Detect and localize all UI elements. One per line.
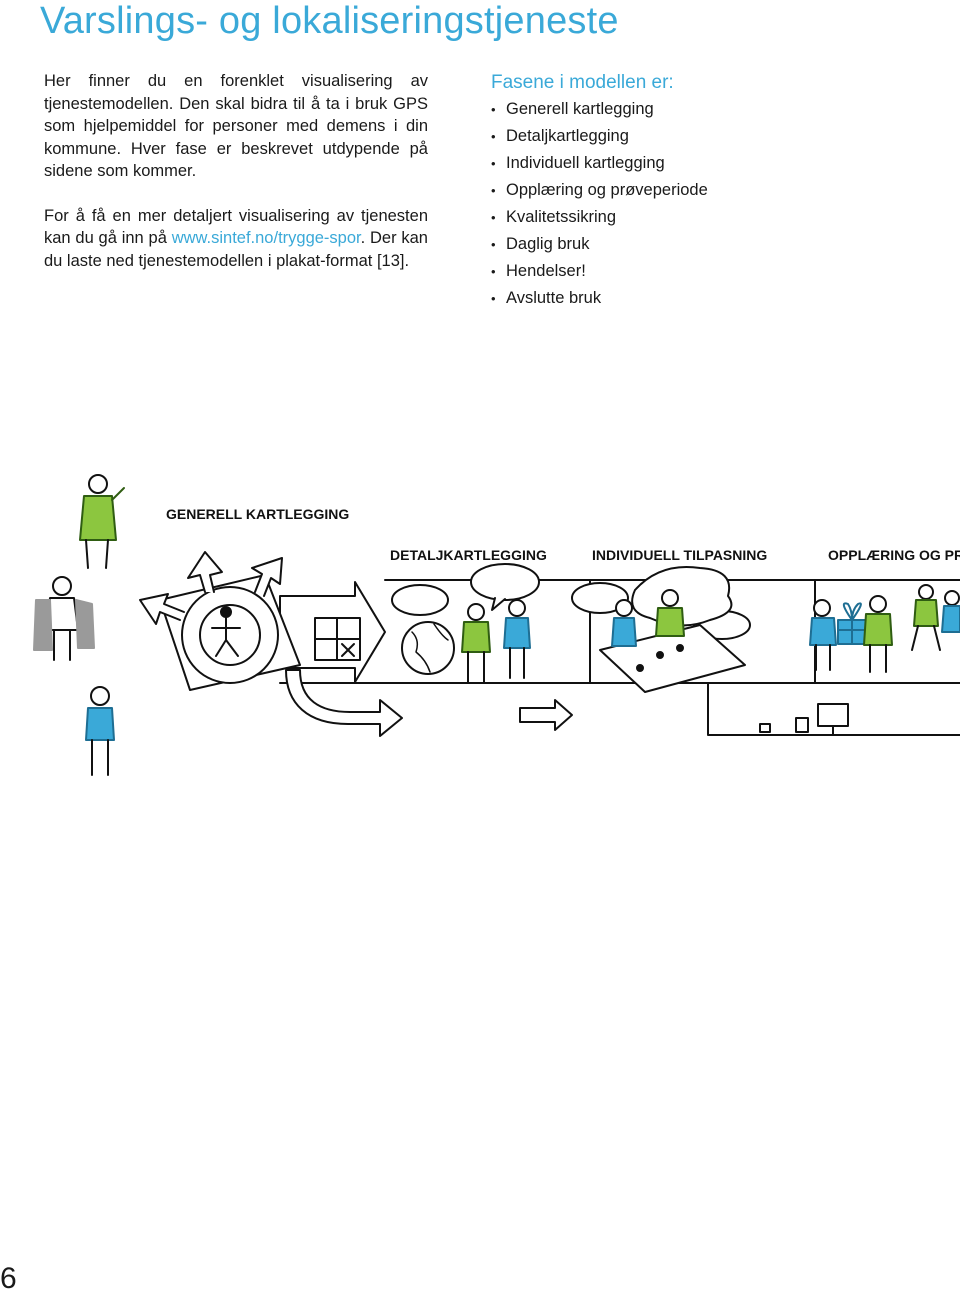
gift-box-drawing: [837, 602, 867, 645]
person-green-presenting: [461, 603, 491, 683]
checklist-grid-drawing: [314, 617, 361, 661]
person-green-jacket-thumbs-up: [79, 474, 125, 569]
phase-arrow-lower: [519, 699, 573, 731]
phase-list: Generell kartlegging Detaljkartlegging I…: [491, 96, 931, 312]
intro-p2-after: . Der kan du laste ned tjenestemodellen …: [44, 229, 428, 270]
phase-item: Generell kartlegging: [491, 96, 931, 123]
phase-item: Kvalitetssikring: [491, 204, 931, 231]
phase-item: Avslutte bruk: [491, 285, 931, 312]
page-title: Varslings- og lokaliseringstjeneste: [40, 0, 619, 42]
service-model-illustration: GENERELL KARTLEGGING DETALJKARTLEGGING I…: [33, 474, 960, 776]
phase-item: Hendelser!: [491, 258, 931, 285]
person-green-at-table: [655, 589, 685, 637]
phase-label-generell: GENERELL KARTLEGGING: [166, 506, 349, 522]
intro-p2-before: For å få en mer detaljert visualisering …: [44, 206, 428, 248]
phase-label-opplaering: OPPLÆRING OG PR: [828, 547, 960, 563]
devices-drawing: [759, 703, 849, 735]
intro-paragraph-1: Her finner du en forenklet visualisering…: [44, 72, 428, 180]
person-group-grey: [33, 576, 95, 661]
phase-item: Opplæring og prøveperiode: [491, 177, 931, 204]
person-blue-gift: [809, 599, 837, 671]
persons-walking: [911, 584, 960, 651]
phase-label-detalj: DETALJKARTLEGGING: [390, 547, 547, 563]
person-blue-tablet: [503, 599, 531, 679]
globe-drawing: [401, 621, 455, 675]
person-blue-at-table: [611, 599, 637, 647]
phase-arrow-curved: [285, 669, 403, 737]
phase-list-section: Fasene i modellen er: Generell kartleggi…: [491, 72, 931, 312]
sintef-link[interactable]: www.sintef.no/trygge-spor: [171, 229, 361, 247]
phase-item: Individuell kartlegging: [491, 150, 931, 177]
phase-list-heading: Fasene i modellen er:: [491, 72, 674, 93]
phase-item: Daglig bruk: [491, 231, 931, 258]
person-blue-shirt: [85, 686, 115, 776]
phase-label-individuell: INDIVIDUELL TILPASNING: [592, 547, 767, 563]
speech-bubbles: [391, 563, 751, 640]
map-compass-drawing: [139, 551, 301, 691]
intro-text: Her finner du en forenklet visualisering…: [44, 70, 428, 294]
page-number: 6: [0, 1262, 17, 1295]
intro-paragraph-2: For å få en mer detaljert visualisering …: [44, 205, 428, 273]
phase-item: Detaljkartlegging: [491, 123, 931, 150]
person-green-gift: [863, 595, 893, 673]
